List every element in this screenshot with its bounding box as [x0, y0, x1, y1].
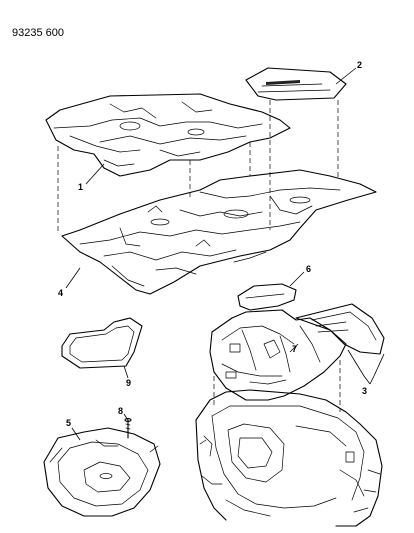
- leader-line-1: [85, 163, 105, 185]
- callout-2: 2: [357, 60, 362, 70]
- part-tire-well-liner: [43, 427, 161, 517]
- part-carpet-upper: [45, 93, 291, 177]
- part-floor-pan: [61, 169, 377, 295]
- callout-6: 6: [306, 264, 311, 274]
- leader-line-4: [65, 267, 81, 289]
- part-pad: [245, 67, 347, 101]
- leader-line-5: [71, 427, 81, 441]
- leader-line-6: [289, 271, 305, 287]
- callout-7: 7: [292, 344, 297, 354]
- leader-line-8: [123, 413, 129, 421]
- leader-line-9: [123, 365, 129, 379]
- part-trunk-side-panel: [295, 303, 385, 355]
- part-trunk-pad: [237, 283, 297, 311]
- leader-line-2: [335, 67, 357, 85]
- callout-8: 8: [118, 406, 123, 416]
- leader-line-7: [289, 343, 299, 353]
- diagram-reference-number: 93235 600: [12, 27, 64, 39]
- part-floor-mat: [61, 317, 143, 369]
- callout-1: 1: [78, 182, 83, 192]
- callout-9: 9: [126, 378, 131, 388]
- part-rear-body: [195, 389, 383, 527]
- part-fastener: [124, 418, 132, 439]
- leader-line-3b: [369, 353, 385, 385]
- callout-3: 3: [362, 386, 367, 396]
- callout-4: 4: [58, 288, 63, 298]
- part-trunk-trim: [209, 309, 347, 401]
- callout-5: 5: [66, 418, 71, 428]
- leader-line-3a: [347, 349, 371, 385]
